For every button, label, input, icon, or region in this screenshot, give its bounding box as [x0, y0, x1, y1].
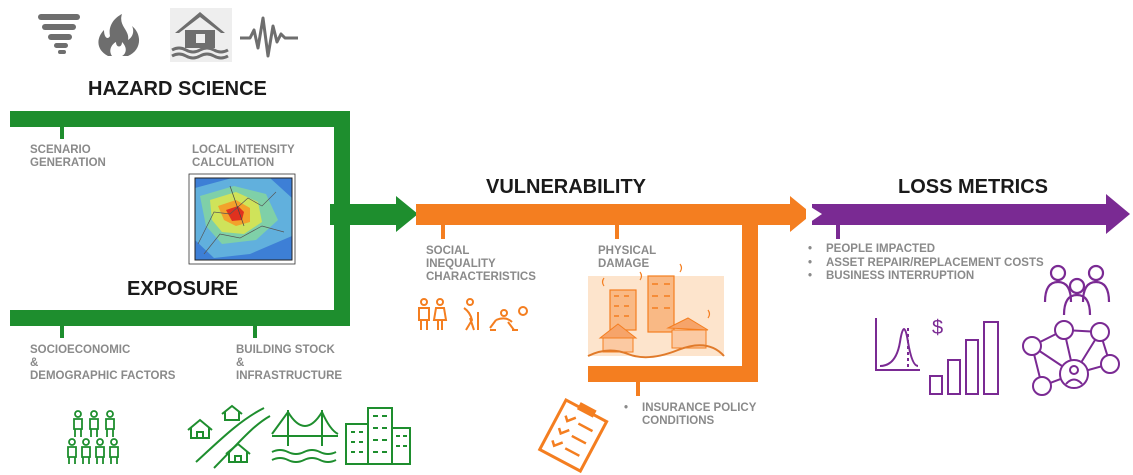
population-icon — [67, 410, 119, 464]
houses-road-icon — [187, 404, 271, 469]
loss-item-people: PEOPLE IMPACTED — [808, 243, 1044, 257]
physical-damage-label: PHYSICAL DAMAGE — [598, 245, 657, 270]
exposure-title: EXPOSURE — [127, 278, 239, 300]
distribution-chart-icon: $ — [875, 317, 999, 395]
wildfire-icon — [98, 14, 140, 56]
vulnerability-bracket — [416, 196, 812, 396]
seismograph-icon — [240, 16, 298, 58]
damaged-buildings-icon — [587, 263, 725, 359]
loss-metrics-title: LOSS METRICS — [898, 176, 1049, 198]
social-inequality-label: SOCIAL INEQUALITY CHARACTERISTICS — [426, 245, 536, 283]
loss-arrow — [806, 194, 1130, 239]
flood-house-icon — [170, 8, 232, 62]
svg-text:$: $ — [932, 317, 943, 339]
insurance-label: INSURANCE POLICY CONDITIONS — [624, 402, 756, 428]
checklist-icon — [537, 397, 609, 474]
hazard-intensity-map — [188, 173, 296, 265]
scenario-generation-label: SCENARIO GENERATION — [30, 144, 106, 169]
building-stock-label: BUILDING STOCK & INFRASTRUCTURE — [236, 344, 343, 382]
bridge-icon — [271, 409, 339, 463]
socioeconomic-label: SOCIOECONOMIC & DEMOGRAPHIC FACTORS — [30, 344, 176, 382]
loss-item-asset: ASSET REPAIR/REPLACEMENT COSTS — [808, 257, 1044, 271]
loss-metrics-list: PEOPLE IMPACTED ASSET REPAIR/REPLACEMENT… — [808, 243, 1044, 284]
accessibility-people-icon — [418, 298, 528, 331]
people-group-icon — [1043, 264, 1111, 316]
local-intensity-label: LOCAL INTENSITY CALCULATION — [192, 144, 295, 169]
vulnerability-title: VULNERABILITY — [486, 176, 646, 198]
hazard-science-title: HAZARD SCIENCE — [88, 78, 267, 100]
buildings-icon — [345, 407, 411, 465]
green-arrow — [330, 196, 418, 232]
insurance-item: INSURANCE POLICY CONDITIONS — [624, 402, 756, 428]
network-icon — [1022, 320, 1120, 396]
tornado-icon — [38, 14, 80, 54]
loss-item-business: BUSINESS INTERRUPTION — [808, 270, 1044, 284]
